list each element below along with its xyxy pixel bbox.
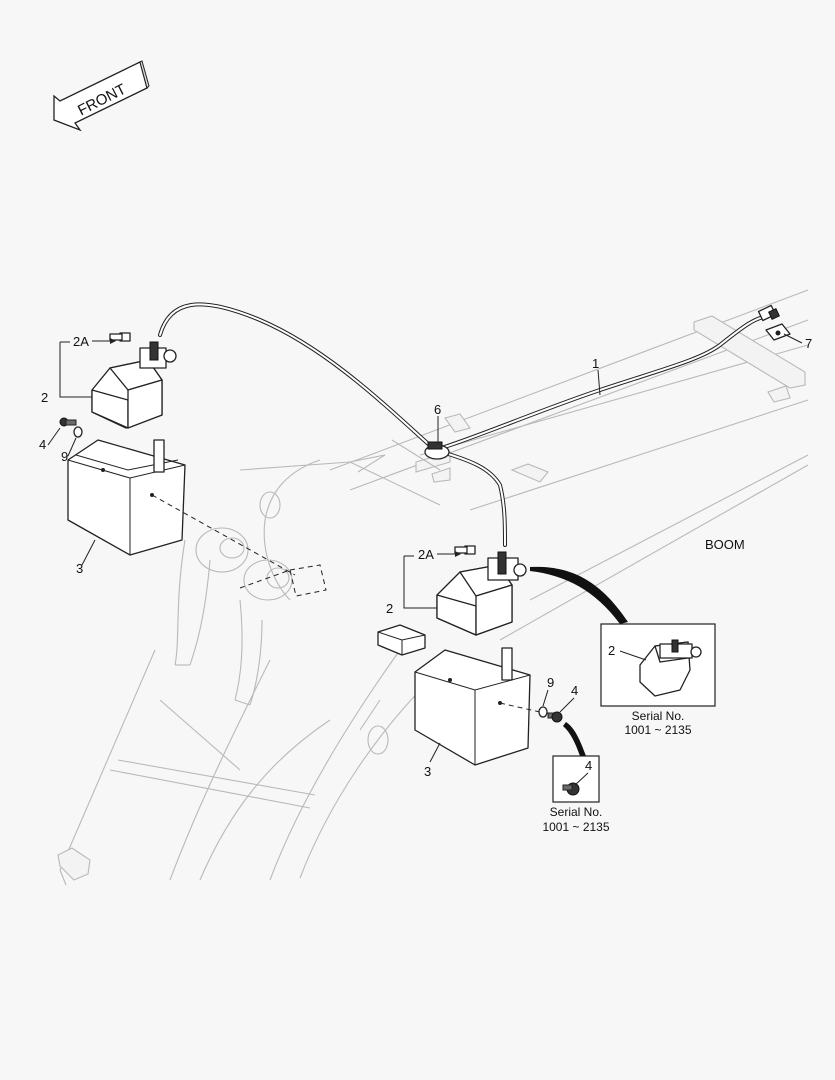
label-4-right: 4 <box>571 683 578 698</box>
right-bolt-part-4 <box>547 711 563 723</box>
label-2a-right: 2A <box>418 547 434 562</box>
bolt-detail-serial-title: Serial No. <box>550 805 603 819</box>
label-6: 6 <box>434 402 441 417</box>
label-2a-left: 2A <box>73 334 89 349</box>
left-washer-part-9 <box>73 426 83 438</box>
label-2-right: 2 <box>386 601 393 616</box>
right-washer-part-9 <box>538 706 548 718</box>
leader-lines <box>47 333 803 786</box>
lamp-detail-pointer <box>530 566 628 624</box>
label-3-left: 3 <box>76 561 83 576</box>
label-9-right: 9 <box>547 675 554 690</box>
part-labels: 2A 2 4 9 3 1 6 7 2A 2 3 9 4 BOOM <box>39 334 812 779</box>
label-3-right: 3 <box>424 764 431 779</box>
right-spacer-block <box>377 624 426 656</box>
lamp-detail-serial-title: Serial No. <box>632 709 685 723</box>
boom-structure <box>57 289 809 886</box>
bracket-part-7 <box>765 323 791 341</box>
left-bracket-part-3 <box>67 439 296 576</box>
right-work-lamp-part-2 <box>436 551 527 636</box>
label-4-left: 4 <box>39 437 46 452</box>
left-work-lamp-part-2 <box>91 341 177 429</box>
lamp-detail-box <box>600 623 716 707</box>
label-9-left: 9 <box>61 449 68 464</box>
label-1: 1 <box>592 356 599 371</box>
lamp-detail-serial-range: 1001 ~ 2135 <box>624 723 691 737</box>
detail-labels: 2 Serial No. 1001 ~ 2135 4 Serial No. 10… <box>542 643 691 834</box>
clip-part-6 <box>424 441 450 460</box>
right-lamp-bulb-part-2a <box>454 545 476 555</box>
right-bracket-part-3 <box>414 647 541 766</box>
wire-harness-part-1 <box>158 302 780 547</box>
front-arrow-icon: FRONT <box>53 60 150 132</box>
lamp-detail-part-label: 2 <box>608 643 615 658</box>
bolt-detail-part-label: 4 <box>585 758 592 773</box>
bolt-detail-box <box>552 755 600 803</box>
bolt-detail-pointer <box>563 722 586 756</box>
label-7: 7 <box>805 336 812 351</box>
left-bolt-part-4 <box>59 417 77 427</box>
label-2-left: 2 <box>41 390 48 405</box>
bolt-detail-serial-range: 1001 ~ 2135 <box>542 820 609 834</box>
left-lamp-bulb-part-2a <box>109 332 131 342</box>
boom-label: BOOM <box>705 537 745 552</box>
